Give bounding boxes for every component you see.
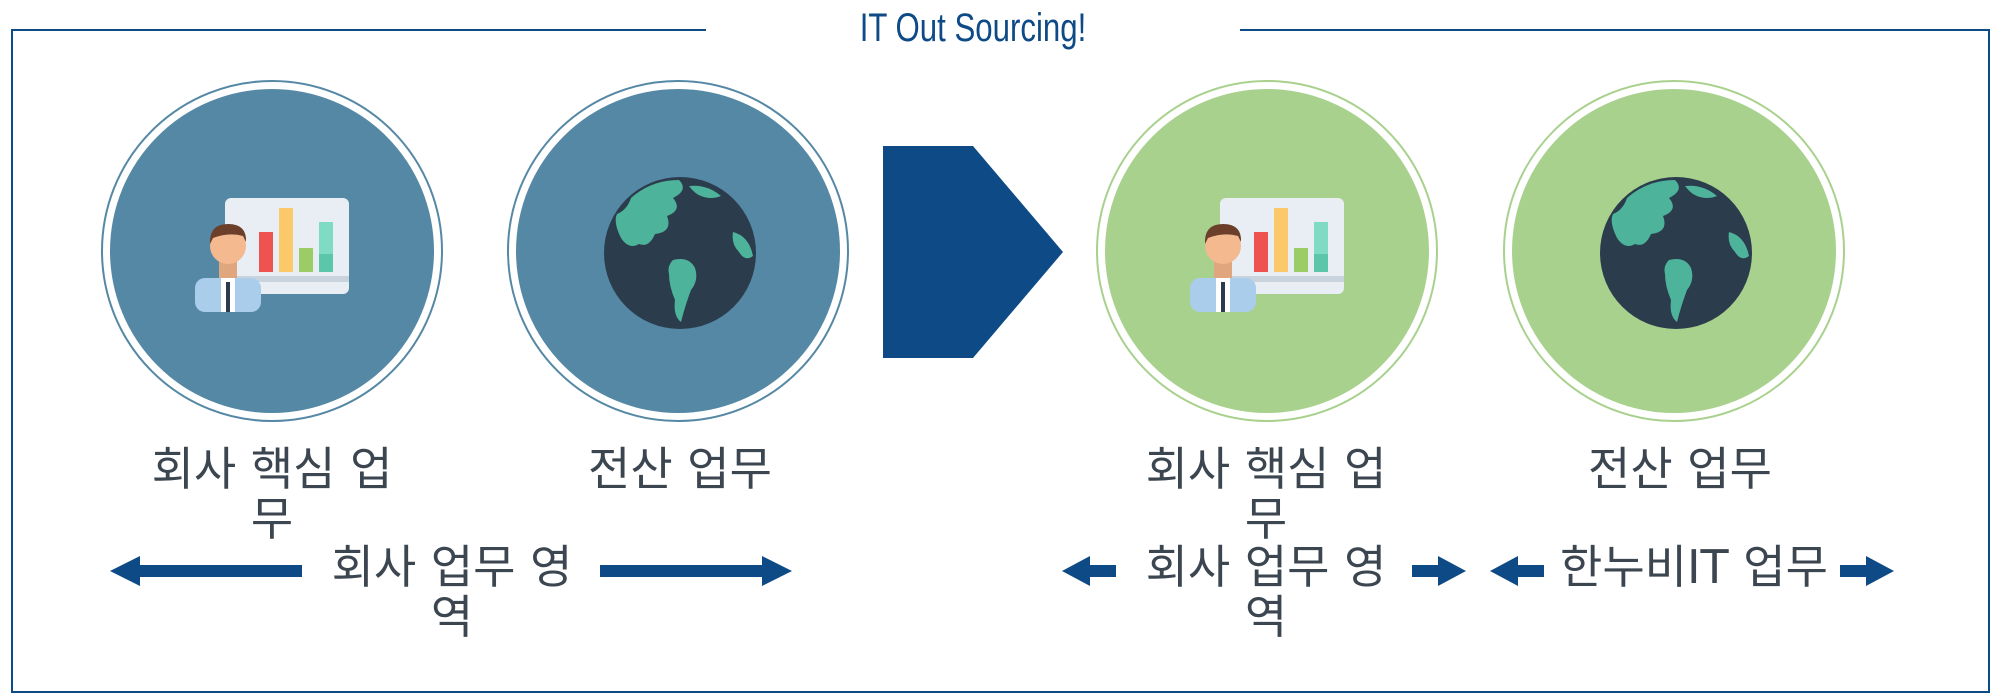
business-chart-icon <box>1190 192 1346 312</box>
title-gap <box>706 18 1240 42</box>
after-core-business-circle <box>1096 80 1438 422</box>
after-range2-label: 한누비IT 업무 <box>1560 540 1828 594</box>
after-range2-right-arrow <box>1840 556 1894 586</box>
after-range1-left-arrow <box>1062 556 1116 586</box>
after-range2-left-arrow <box>1490 556 1544 586</box>
before-it-work-label: 전산 업무 <box>588 442 772 496</box>
diagram-title: IT Out Sourcing! <box>859 5 1087 50</box>
before-range-right-arrow <box>600 556 792 586</box>
after-range1-label: 회사 업무 영역 <box>1145 540 1387 644</box>
after-core-business-label: 회사 핵심 업무 <box>1145 442 1387 546</box>
after-it-work-label: 전산 업무 <box>1588 442 1772 496</box>
globe-icon <box>603 176 757 330</box>
before-core-business-label: 회사 핵심 업무 <box>151 442 393 546</box>
before-it-work-circle <box>507 80 849 422</box>
business-chart-icon <box>195 192 351 312</box>
globe-icon <box>1599 176 1753 330</box>
transition-arrow <box>883 146 1063 358</box>
after-range1-right-arrow <box>1412 556 1466 586</box>
before-range-label: 회사 업무 영역 <box>331 540 573 644</box>
before-range-left-arrow <box>110 556 302 586</box>
before-core-business-circle <box>101 80 443 422</box>
after-it-work-circle <box>1503 80 1845 422</box>
